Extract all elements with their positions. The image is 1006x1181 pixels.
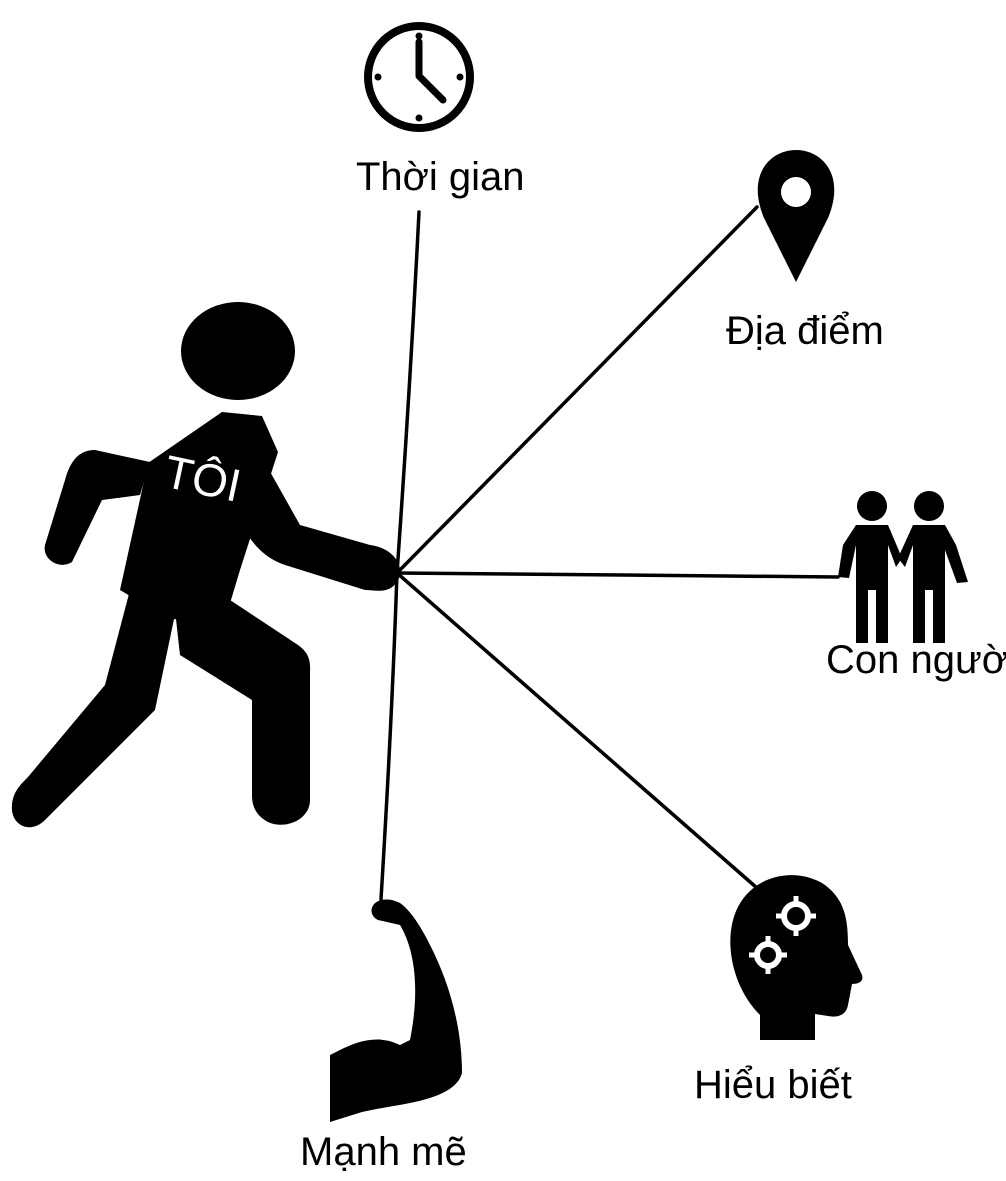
connector-time xyxy=(395,210,421,575)
connector-place xyxy=(395,205,759,575)
node-label-time: Thời gian xyxy=(356,155,525,199)
clock-icon xyxy=(364,22,474,132)
two-people-icon xyxy=(838,491,968,643)
connector-people xyxy=(395,571,840,579)
connectors xyxy=(379,205,840,901)
node-label-know: Hiểu biết xyxy=(694,1063,852,1107)
node-label-people: Con người xyxy=(826,638,1006,682)
running-person-icon xyxy=(11,302,401,828)
connector-power xyxy=(379,571,399,901)
connector-know xyxy=(395,571,759,890)
flexed-arm-icon xyxy=(330,899,462,1122)
head-gears-icon xyxy=(730,875,863,1040)
node-label-power: Mạnh mẽ xyxy=(300,1130,467,1174)
map-pin-icon xyxy=(757,150,835,282)
node-label-place: Địa điểm xyxy=(726,309,884,353)
